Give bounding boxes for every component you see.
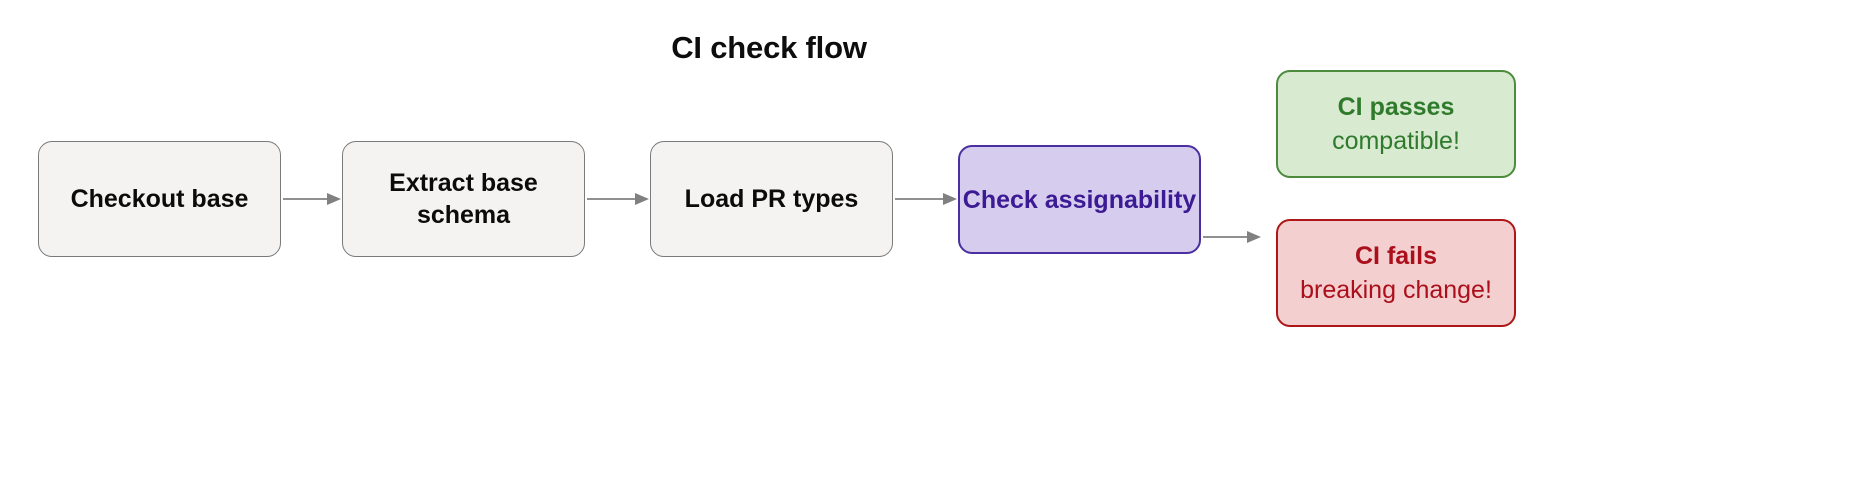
node-check-assignability[interactable]: Check assignability	[958, 145, 1201, 254]
node-load-pr-types-label: Load PR types	[684, 185, 859, 213]
node-extract-base-schema[interactable]: Extract base schema	[342, 141, 585, 257]
node-load-pr-types[interactable]: Load PR types	[650, 141, 893, 257]
node-ci-fails-label: CI fails	[1355, 242, 1437, 270]
node-ci-fails[interactable]: CI fails breaking change!	[1276, 219, 1516, 327]
node-ci-passes-sublabel: compatible!	[1332, 127, 1460, 155]
node-checkout-base[interactable]: Checkout base	[38, 141, 281, 257]
edge-extract-base-schema-to-load-pr-types	[587, 193, 649, 205]
node-checkout-base-label: Checkout base	[70, 185, 249, 213]
page-title: CI check flow	[671, 30, 867, 65]
node-ci-passes[interactable]: CI passes compatible!	[1276, 70, 1516, 178]
node-ci-fails-sublabel: breaking change!	[1300, 276, 1492, 304]
edge-checkout-base-to-extract-base-schema	[283, 193, 341, 205]
edge-check-assignability-to-ci-fails	[1203, 231, 1261, 243]
node-check-assignability-label: Check assignability	[962, 185, 1197, 214]
node-extract-base-schema-label: Extract base schema	[389, 169, 538, 229]
edge-load-pr-types-to-check-assignability	[895, 193, 957, 205]
node-ci-passes-label: CI passes	[1337, 93, 1455, 121]
